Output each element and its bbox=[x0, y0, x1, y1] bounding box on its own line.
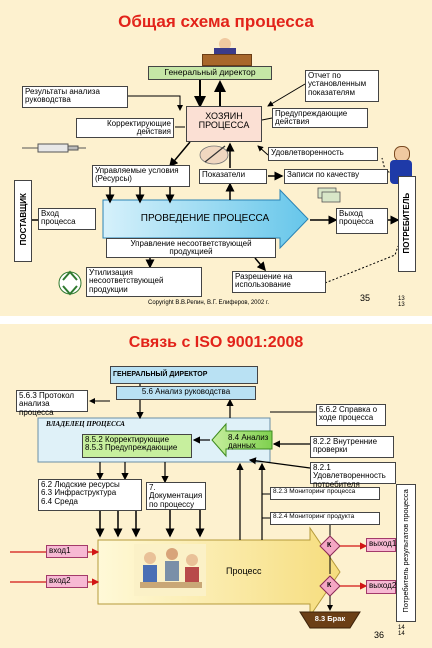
owner-frame-label: ВЛАДЕЛЕЦ ПРОЦЕССА bbox=[46, 420, 125, 428]
nonconforming-box: Управление несоответствующей продукцией bbox=[106, 238, 276, 258]
monitoring-product-box: 8.2.4 Мониторинг продукта bbox=[270, 512, 380, 525]
page-small-number: 13 13 bbox=[398, 296, 405, 309]
protocol-box: 5.6.3 Протокол анализа процесса bbox=[16, 390, 88, 416]
syringe-icon bbox=[22, 143, 86, 153]
scrap-label: 8.3 Брак bbox=[314, 614, 346, 623]
consumer-box: Потребитель результатов процесса bbox=[396, 484, 416, 622]
data-analysis-label: 8.4 Анализ данных bbox=[228, 433, 269, 451]
process-label: Процесс bbox=[226, 566, 262, 576]
owner-box: ХОЗЯИН ПРОЦЕССА bbox=[186, 106, 262, 142]
slide1-title: Общая схема процесса bbox=[118, 12, 314, 31]
money-stack-icon bbox=[317, 187, 341, 203]
page-number: 35 bbox=[360, 293, 371, 303]
corr-prev-box: 8.5.2 Корректирующие 8.5.3 Предупреждающ… bbox=[82, 434, 192, 458]
resources-box: 6.2 Людские ресурсы 6.3 Инфраструктура 6… bbox=[38, 479, 142, 511]
director-desk-icon bbox=[202, 38, 252, 66]
managed-conditions-box: Управляемые условия (Ресурсы) bbox=[92, 165, 190, 187]
consumer-label: ПОТРЕБИТЕЛЬ bbox=[401, 192, 411, 254]
monitoring-process-box: 8.2.3 Мониторинг процесса bbox=[270, 487, 380, 500]
input2-box: вход2 bbox=[46, 575, 88, 588]
director-box: Генеральный директор bbox=[148, 66, 272, 80]
slide1-connectors bbox=[22, 80, 401, 296]
satisfaction-box: 8.2.1 Удовлетворенность потребителя bbox=[310, 462, 396, 488]
team-photo-icon bbox=[134, 544, 206, 596]
control-label-1: К bbox=[327, 542, 332, 549]
consumer-label: Потребитель результатов процесса bbox=[401, 489, 411, 613]
output1-box: выход1 bbox=[366, 538, 396, 552]
control-label-2: К bbox=[327, 582, 332, 589]
input-box: Вход процесса bbox=[38, 208, 96, 230]
mgmt-review-box: Результаты анализа руководства bbox=[22, 86, 128, 108]
page-number: 36 bbox=[374, 630, 385, 640]
copyright-text: Copyright В.В.Репин, В.Г. Елиферов, 2002… bbox=[148, 300, 269, 306]
indicators-box: Показатели bbox=[199, 169, 267, 184]
process-arrow-label: ПРОВЕДЕНИЕ ПРОЦЕССА bbox=[140, 213, 270, 224]
internal-audits-box: 8.2.2 Внутренние проверки bbox=[310, 436, 394, 458]
scrap-bin-shape bbox=[299, 611, 361, 629]
consumer-box: ПОТРЕБИТЕЛЬ bbox=[398, 176, 416, 272]
input1-box: вход1 bbox=[46, 545, 88, 558]
supplier-box: ПОСТАВЩИК bbox=[14, 180, 32, 262]
reference-box: 5.6.2 Справка о ходе процесса bbox=[316, 404, 386, 426]
quality-records-box: Записи по качеству bbox=[284, 169, 388, 184]
director-box: ГЕНЕРАЛЬНЫЙ ДИРЕКТОР bbox=[110, 366, 258, 384]
report-box: Отчет по установленным показателям bbox=[305, 70, 379, 102]
preventive-box: Предупреждающие действия bbox=[272, 108, 368, 128]
writing-hand-icon bbox=[199, 145, 229, 165]
page-small-number: 14 14 bbox=[398, 625, 405, 638]
output2-box: выход2 bbox=[366, 580, 396, 594]
slide-iso-link: Связь с ISO 9001:2008 ГЕНЕРАЛЬНЫЙ ДИРЕКТ… bbox=[0, 324, 432, 648]
disposal-box: Утилизация несоответствующей продукции bbox=[86, 267, 202, 297]
use-permission-box: Разрешение на использование bbox=[232, 271, 326, 293]
slide2-title: Связь с ISO 9001:2008 bbox=[128, 334, 304, 351]
recycling-icon bbox=[58, 270, 82, 296]
slide-process-scheme: Общая схема процесса Генеральный директо… bbox=[0, 0, 432, 316]
mgmt-analysis-box: 5.6 Анализ руководства bbox=[116, 386, 256, 400]
satisfaction-box: Удовлетворенность bbox=[268, 147, 378, 161]
documentation-box: 7. Документация по процессу bbox=[146, 482, 206, 510]
output-box: Выход процесса bbox=[336, 208, 388, 234]
corrective-box: Корректирующие действия bbox=[76, 118, 174, 138]
supplier-label: ПОСТАВЩИК bbox=[18, 193, 28, 246]
